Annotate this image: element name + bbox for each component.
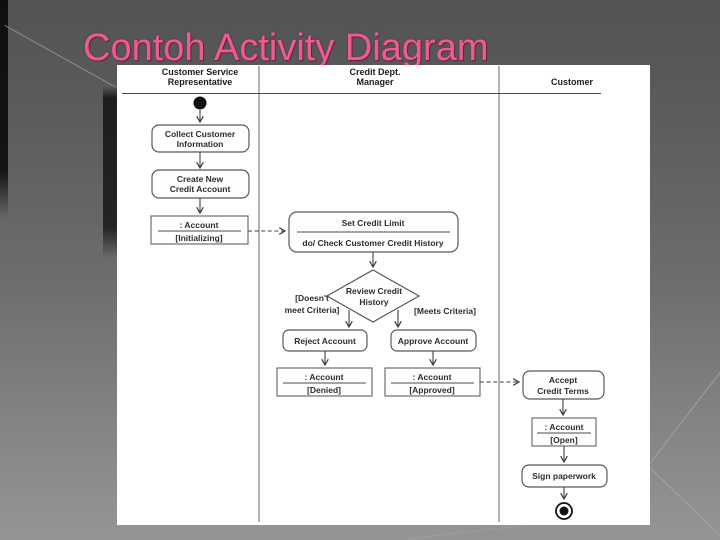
object-state: [Approved] xyxy=(409,385,455,395)
object-box xyxy=(384,367,481,397)
lane-header-customer: Customer xyxy=(551,77,594,87)
object-state: [Initializing] xyxy=(175,233,222,243)
object-box xyxy=(276,367,373,397)
action-title: Set Credit Limit xyxy=(342,218,405,228)
action-label-line2: Information xyxy=(177,139,224,149)
action-label-line2: Credit Terms xyxy=(537,386,589,396)
lane1-label-line1: Customer Service xyxy=(162,67,239,77)
object-account-denied: : Account [Denied] xyxy=(276,367,373,397)
decision-label-line1: Review Credit xyxy=(346,286,402,296)
object-box xyxy=(531,417,597,447)
initial-node xyxy=(193,96,207,110)
object-name: : Account xyxy=(545,422,584,432)
lane2-label-line2: Manager xyxy=(356,77,394,87)
object-state: [Open] xyxy=(550,435,578,445)
action-accept-credit-terms: Accept Credit Terms xyxy=(522,370,605,400)
do-activity-label: do/ Check Customer Credit History xyxy=(302,238,443,248)
lane-header-customer-service-rep: Customer Service Representative xyxy=(162,67,239,87)
left-edge-black-bar xyxy=(0,0,8,218)
lane1-label-line2: Representative xyxy=(168,77,233,87)
action-label-line1: Collect Customer xyxy=(165,129,236,139)
action-label: Sign paperwork xyxy=(532,471,596,481)
guard-doesnt-meet-criteria-line1: [Doesn't xyxy=(295,293,329,303)
decision-label-line2: History xyxy=(359,297,389,307)
action-label-line1: Create New xyxy=(177,174,224,184)
guard-meets-criteria: [Meets Criteria] xyxy=(414,306,476,316)
action-reject-account: Reject Account xyxy=(282,329,368,352)
object-account-initializing: : Account [Initializing] xyxy=(150,215,249,245)
object-name: : Account xyxy=(180,220,219,230)
action-create-new-credit-account: Create New Credit Account xyxy=(151,169,250,199)
object-name: : Account xyxy=(413,372,452,382)
final-node-dot xyxy=(559,506,569,516)
action-collect-customer-information: Collect Customer Information xyxy=(151,124,250,153)
action-label: Approve Account xyxy=(398,336,469,346)
object-state: [Denied] xyxy=(307,385,341,395)
action-label-line2: Credit Account xyxy=(170,184,231,194)
action-sign-paperwork: Sign paperwork xyxy=(521,464,608,488)
action-label-line1: Accept xyxy=(549,375,578,385)
action-label: Reject Account xyxy=(294,336,356,346)
lane-header-credit-dept-manager: Credit Dept. Manager xyxy=(349,67,400,87)
object-name: : Account xyxy=(305,372,344,382)
decision-diamond xyxy=(325,269,421,323)
lane2-label-line1: Credit Dept. xyxy=(349,67,400,77)
final-node xyxy=(555,502,573,520)
guard-doesnt-meet-criteria-line2: meet Criteria] xyxy=(285,305,340,315)
object-box xyxy=(150,215,249,245)
decision-review-credit-history: Review Credit History xyxy=(325,269,421,323)
action-approve-account: Approve Account xyxy=(390,329,477,352)
object-account-approved: : Account [Approved] xyxy=(384,367,481,397)
action-set-credit-limit: Set Credit Limit do/ Check Customer Cred… xyxy=(288,211,459,253)
panel-left-shadow xyxy=(103,86,118,258)
object-account-open: : Account [Open] xyxy=(531,417,597,447)
slide-title: Contoh Activity Diagram xyxy=(83,27,489,69)
